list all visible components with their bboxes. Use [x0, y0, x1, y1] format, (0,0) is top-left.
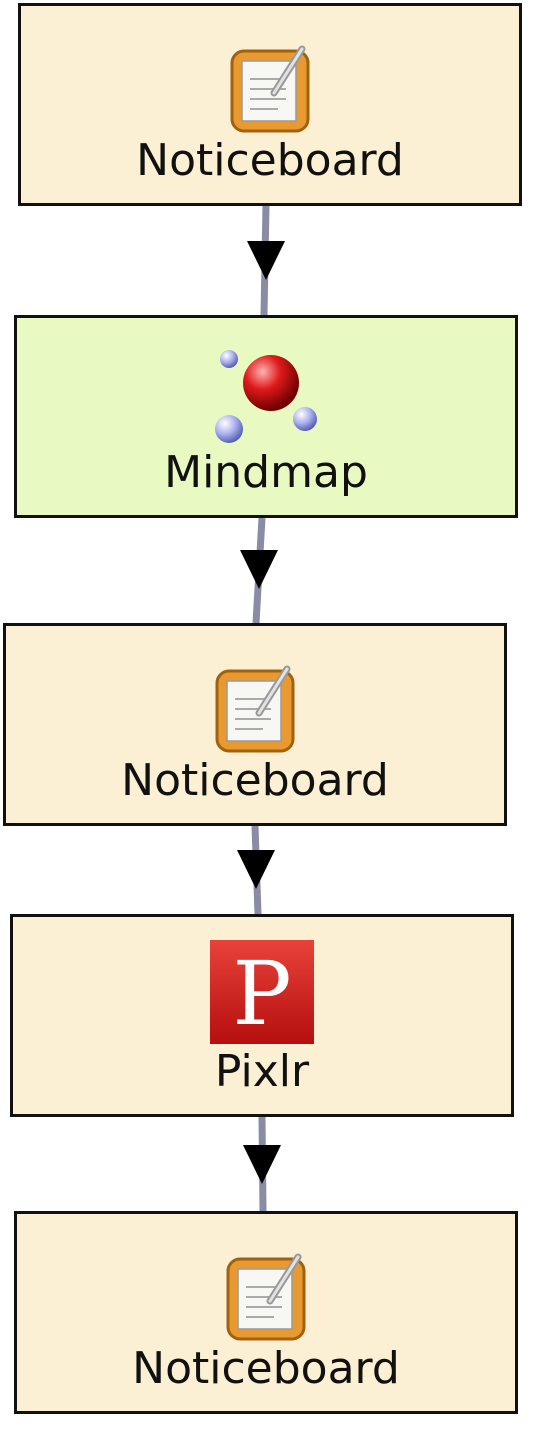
node-label: Noticeboard [132, 1343, 400, 1394]
node-label: Noticeboard [121, 755, 389, 806]
connector-2-3 [240, 517, 278, 624]
node-label: Noticeboard [136, 135, 404, 186]
arrow-head-icon [243, 1145, 281, 1184]
activity-node-pixlr[interactable]: P Pixlr [10, 914, 514, 1117]
noticeboard-icon [215, 665, 295, 753]
arrow-head-icon [237, 850, 275, 889]
connector-4-5 [243, 1116, 281, 1212]
noticeboard-icon [226, 1253, 306, 1341]
activity-node-noticeboard[interactable]: Noticeboard [18, 3, 522, 206]
arrow-head-icon [240, 550, 278, 589]
noticeboard-icon [230, 45, 310, 133]
pixlr-logo-letter: P [232, 942, 291, 1045]
mindmap-icon [215, 350, 317, 443]
node-label: Pixlr [214, 1046, 310, 1097]
connector-1-2 [247, 205, 285, 316]
activity-node-noticeboard[interactable]: Noticeboard [14, 1211, 518, 1414]
connector-3-4 [237, 825, 275, 915]
activity-node-mindmap[interactable]: Mindmap [14, 315, 518, 518]
arrow-head-icon [247, 241, 285, 280]
activity-node-noticeboard[interactable]: Noticeboard [3, 623, 507, 826]
node-label: Mindmap [164, 447, 368, 498]
pixlr-icon: P [210, 940, 314, 1045]
